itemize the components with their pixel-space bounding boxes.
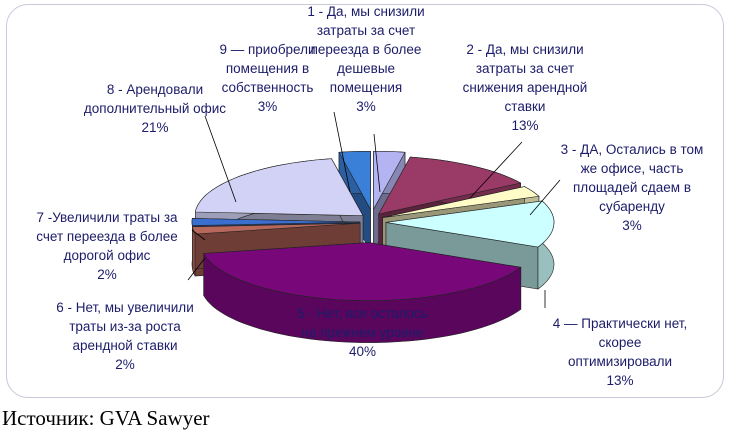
leader-line-2 — [469, 141, 523, 199]
slice-7[interactable] — [191, 218, 361, 226]
data-label-4: 4 — Практически нет, скорее оптимизирова… — [552, 316, 688, 388]
slice-4[interactable] — [385, 200, 555, 248]
data-label-7: 7 -Увеличили траты за счет переезда в бо… — [36, 210, 178, 282]
slice-3[interactable] — [382, 186, 540, 218]
leader-line-9 — [333, 111, 351, 193]
data-label-3: 3 - ДА, Остались в том же офисе, часть п… — [560, 142, 704, 233]
slice-6[interactable] — [192, 222, 361, 235]
leader-line-6 — [187, 257, 206, 281]
slice-6-wall — [192, 226, 196, 277]
data-label-2: 2 - Да, мы снизили затраты за счет сниже… — [462, 42, 588, 133]
leader-line-8 — [204, 115, 237, 203]
data-label-1: 1 - Да, мы снизили затраты за счет перее… — [307, 4, 425, 114]
leader-line-7 — [191, 229, 206, 241]
slice-9[interactable] — [338, 151, 371, 210]
slice-8[interactable] — [194, 158, 364, 217]
chart-frame — [6, 4, 724, 398]
leader-line-3 — [529, 179, 561, 216]
source-note: Источник: GVA Sawyer — [2, 406, 210, 430]
slice-1[interactable] — [373, 151, 406, 210]
data-label-6: 6 - Нет, мы увеличили траты из-за роста … — [56, 300, 194, 372]
slice-5[interactable] — [203, 242, 522, 301]
slice-2[interactable] — [378, 156, 522, 215]
leader-line-1 — [373, 133, 381, 193]
